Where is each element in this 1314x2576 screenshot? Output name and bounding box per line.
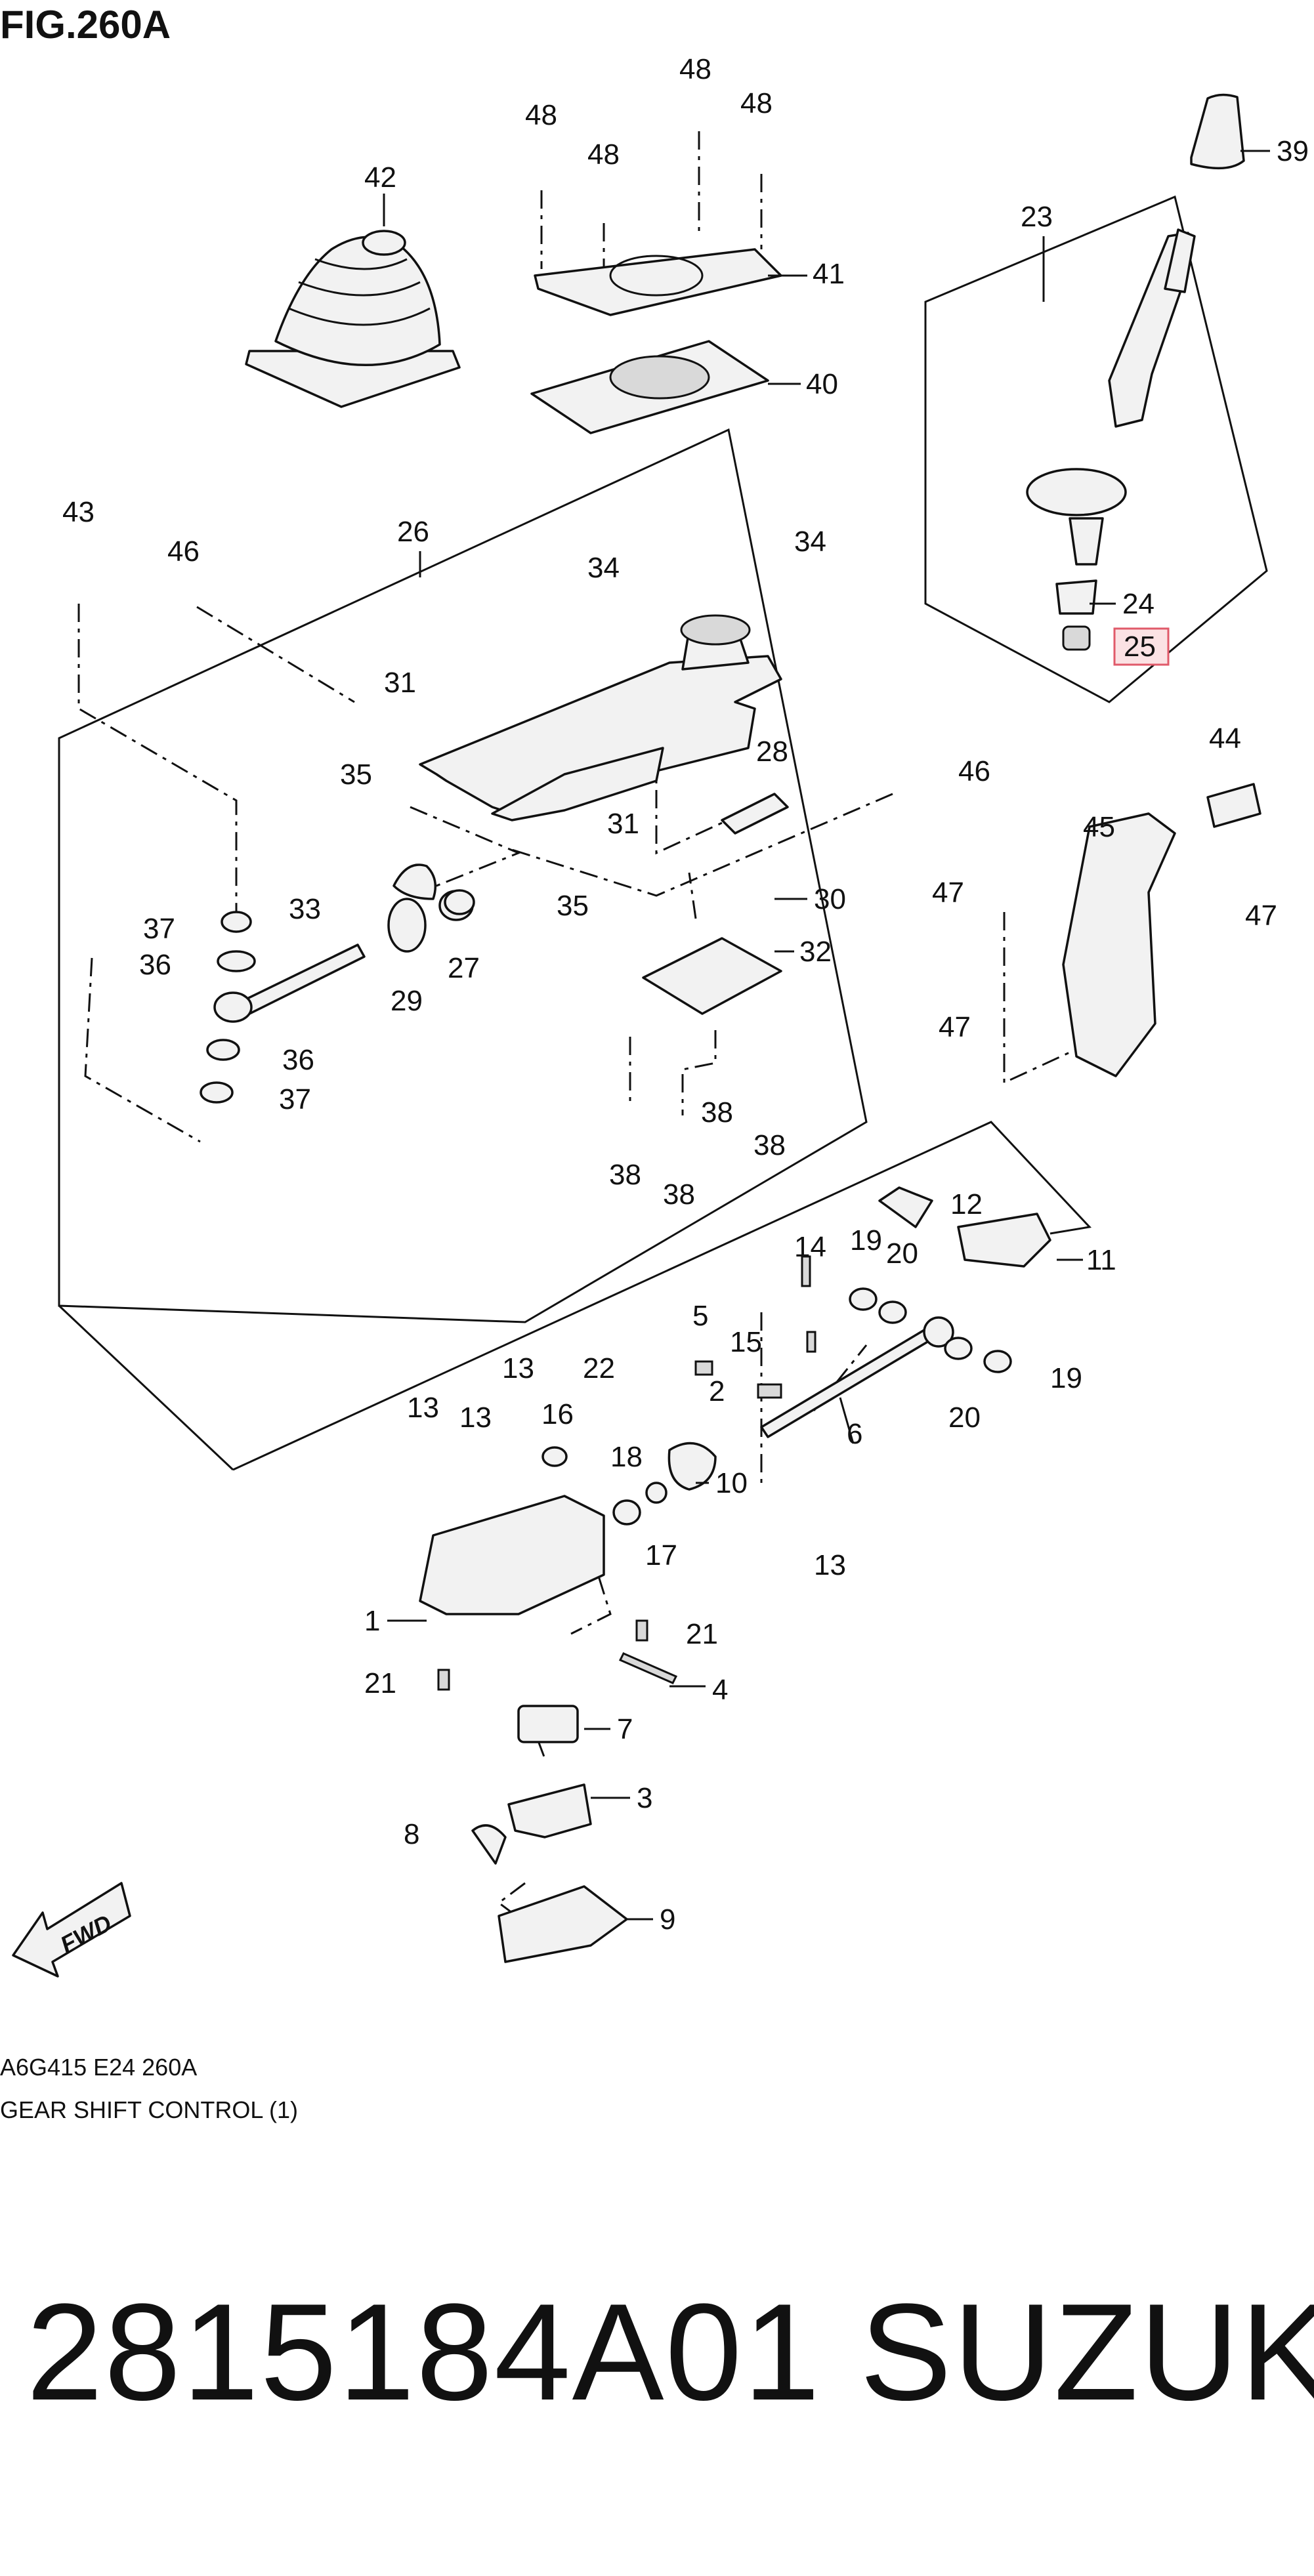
callout-c7: 7 [617,1713,633,1745]
callout-c40: 40 [806,368,838,400]
callout-c13c: 13 [502,1352,534,1384]
callout-c8: 8 [404,1818,419,1850]
diagram-code: A6G415 E24 260A [0,2054,198,2081]
callout-c13a: 13 [407,1392,439,1424]
figure-title: FIG.260A [0,3,171,47]
callout-c9: 9 [660,1903,675,1936]
callout-c27: 27 [448,952,480,984]
callout-c21a: 21 [686,1618,718,1650]
callout-c42: 42 [364,161,396,194]
shift-lever-boot [245,230,461,408]
callout-c34b: 34 [794,526,826,558]
callout-c26: 26 [397,516,429,548]
callout-c21b: 21 [364,1667,396,1699]
callout-c28: 28 [756,736,788,768]
callout-c31a: 31 [384,667,416,699]
callout-c20a: 20 [886,1237,918,1270]
forward-direction-arrow: FWD [12,1882,131,1978]
callout-c24: 24 [1122,588,1155,620]
callout-c32: 32 [799,936,832,968]
callout-c29: 29 [391,985,423,1017]
highlight-box-25 [1113,627,1170,666]
callout-c18: 18 [610,1441,643,1473]
callout-c19a: 19 [850,1224,882,1257]
callout-c31b: 31 [607,808,639,840]
callout-c47c: 47 [939,1011,971,1043]
callout-c35b: 35 [557,890,589,922]
mount-29-27 [387,889,475,953]
callout-c46a: 46 [167,535,200,568]
callout-c38c: 38 [701,1096,733,1129]
callout-c41: 41 [813,258,845,290]
shift-lever [1026,228,1196,651]
callout-c47a: 47 [932,877,964,909]
callout-c45: 45 [1083,811,1115,843]
callout-c35a: 35 [340,758,372,791]
callout-c1: 1 [364,1605,380,1637]
callout-leader-ticks [383,150,1270,1921]
shift-knob [1190,93,1245,170]
part-number: 2815184A01 [26,2275,822,2429]
lower-shift-assembly [419,1186,1051,1963]
callout-c12: 12 [950,1188,983,1220]
callout-c13b: 13 [459,1402,492,1434]
brand-name: SUZUKI [860,2275,1314,2429]
callout-c19b: 19 [1050,1362,1082,1394]
callout-c44: 44 [1209,722,1241,755]
callout-c2: 2 [709,1375,725,1407]
shift-control-housing [419,614,782,821]
callout-c36a: 36 [139,949,171,981]
callout-c46b: 46 [958,755,990,787]
callout-c48a: 48 [525,99,557,131]
callout-c38b: 38 [663,1178,695,1211]
callout-c6: 6 [847,1418,862,1450]
callout-c37a: 37 [143,913,175,945]
upper-cover-plate [534,248,782,316]
callout-c48d: 48 [740,87,773,119]
callout-c13d: 13 [814,1549,846,1581]
plate-32 [642,937,782,1015]
group-boundary-lines [58,195,1268,1471]
callout-c22: 22 [583,1352,615,1384]
callout-c47b: 47 [1245,900,1277,932]
callout-c37b: 37 [279,1083,311,1115]
callout-c16: 16 [541,1398,574,1430]
callout-c3: 3 [637,1782,652,1814]
diagram-caption: GEAR SHIFT CONTROL (1) [0,2096,299,2123]
callout-c48c: 48 [679,53,711,85]
exploded-parts-diagram: .ln { fill: none; stroke: #111; stroke-w… [0,3,1309,1978]
callout-c33: 33 [289,893,321,925]
bushings-36-37 [200,911,256,1104]
callout-c34a: 34 [587,552,620,584]
callout-c43: 43 [62,496,95,528]
callout-c23: 23 [1021,201,1053,233]
callout-c4: 4 [712,1674,728,1706]
shift-shaft-33 [213,944,366,1023]
callout-c25: 25 [1124,631,1156,663]
callout-c20b: 20 [948,1402,981,1434]
callout-c38a: 38 [609,1159,641,1191]
callout-c48b: 48 [587,138,620,171]
callout-c5: 5 [692,1300,708,1332]
bracket-45 [1062,783,1261,1077]
callout-c30: 30 [814,883,846,915]
lower-cover-plate [530,340,769,434]
part-callouts: 48 48 48 48 42 41 40 39 23 24 25 43 46 2… [62,53,1309,1936]
callout-c38d: 38 [753,1129,786,1161]
callout-c10: 10 [715,1467,748,1499]
callout-c17: 17 [645,1539,677,1571]
callout-c15: 15 [730,1326,762,1358]
callout-c11: 11 [1086,1244,1116,1276]
callout-c36b: 36 [282,1044,314,1076]
callout-c14: 14 [794,1231,826,1263]
callout-c39: 39 [1277,135,1309,167]
small-pins-and-bolts [437,1255,1012,1691]
